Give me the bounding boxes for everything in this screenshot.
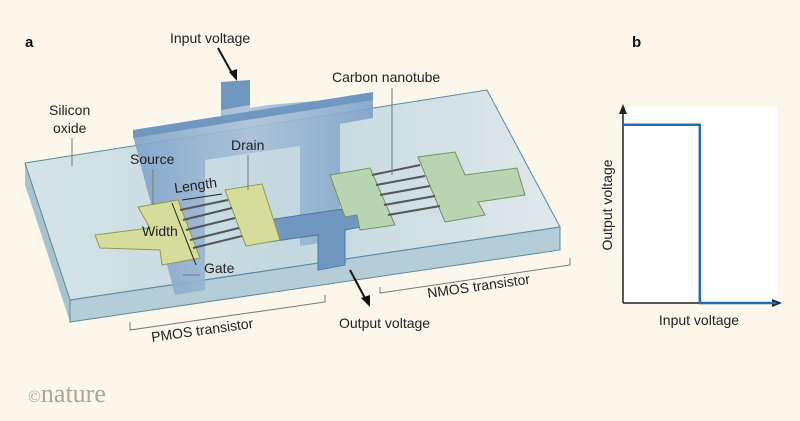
x-axis-arrowhead bbox=[772, 299, 782, 307]
label-carbon-nanotube: Carbon nanotube bbox=[332, 69, 440, 85]
pmos-bracket bbox=[129, 295, 326, 331]
copyright-symbol: © bbox=[28, 387, 41, 406]
y-axis-label: Output voltage bbox=[599, 159, 615, 250]
nmos-source bbox=[329, 167, 396, 231]
input-arrow bbox=[217, 47, 237, 81]
output-arrow bbox=[349, 269, 370, 307]
label-source: Source bbox=[130, 151, 175, 167]
logo-name: nature bbox=[41, 379, 106, 408]
pmos-drain bbox=[224, 183, 281, 247]
panel-label-b: b bbox=[632, 34, 641, 51]
transfer-curve bbox=[623, 123, 777, 305]
nmos-drain bbox=[417, 151, 526, 223]
label-output-voltage: Output voltage bbox=[339, 315, 430, 331]
label-silicon: Silicon bbox=[49, 102, 90, 118]
nmos-nanotubes bbox=[371, 164, 441, 216]
label-gate: Gate bbox=[204, 260, 235, 276]
label-nmos: NMOS transistor bbox=[426, 271, 531, 301]
label-width: Width bbox=[142, 223, 178, 239]
y-axis-arrowhead bbox=[619, 104, 627, 114]
width-arrow bbox=[171, 202, 197, 266]
label-input-voltage: Input voltage bbox=[170, 30, 250, 46]
label-drain: Drain bbox=[231, 137, 264, 153]
panel-label-a: a bbox=[25, 34, 34, 51]
pmos-nanotubes bbox=[179, 199, 243, 249]
label-oxide: oxide bbox=[53, 120, 87, 136]
x-axis-label: Input voltage bbox=[659, 312, 739, 328]
nmos-bracket bbox=[379, 258, 571, 294]
nature-logo: ©nature bbox=[28, 379, 106, 408]
inverter-transfer-chart: Output voltage Input voltage bbox=[599, 104, 782, 328]
length-arrow bbox=[181, 193, 223, 201]
label-length: Length bbox=[173, 174, 218, 196]
